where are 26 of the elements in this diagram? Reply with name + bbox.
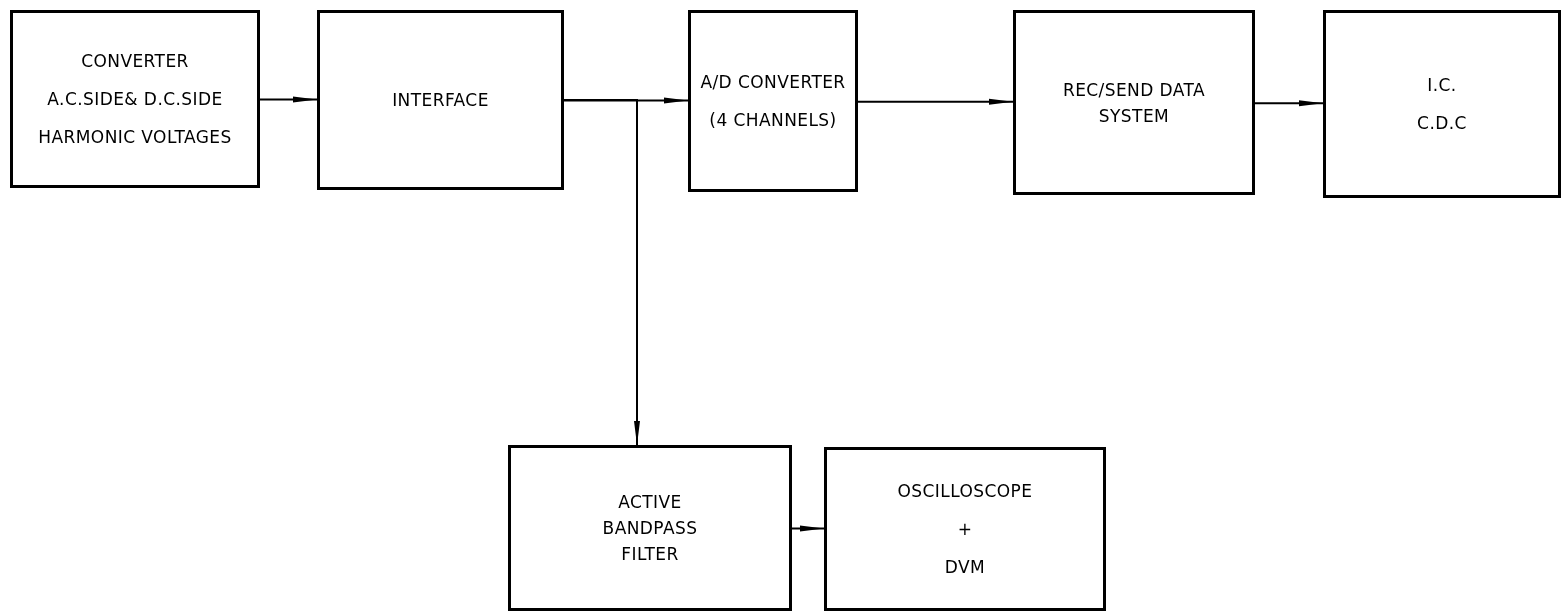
box-label: C.D.C [1417,112,1467,135]
box-label: (4 CHANNELS) [709,109,837,132]
box-label: ACTIVE BANDPASS FILTER [601,491,699,566]
process-box [508,445,792,611]
box-label: + [957,518,973,541]
box-label: I.C. [1427,74,1457,97]
process-box [1323,10,1561,198]
arrow [791,525,825,532]
process-box [10,10,260,188]
box-label: A.C.SIDE& D.C.SIDE [47,88,223,111]
box-label: DVM [944,556,986,579]
process-box [688,10,858,192]
arrow [563,97,689,104]
arrow [259,96,318,103]
box-label: A/D CONVERTER [700,71,846,94]
box-label: INTERFACE [392,89,489,112]
arrow [563,99,640,446]
box-label: CONVERTER [81,50,189,73]
box-label: HARMONIC VOLTAGES [38,126,232,149]
arrow [857,98,1014,105]
arrow [1254,100,1324,107]
process-box [1013,10,1255,195]
box-label: OSCILLOSCOPE [897,480,1033,503]
box-label: REC/SEND DATA SYSTEM [1061,78,1207,128]
process-box [824,447,1106,611]
process-box [317,10,564,190]
